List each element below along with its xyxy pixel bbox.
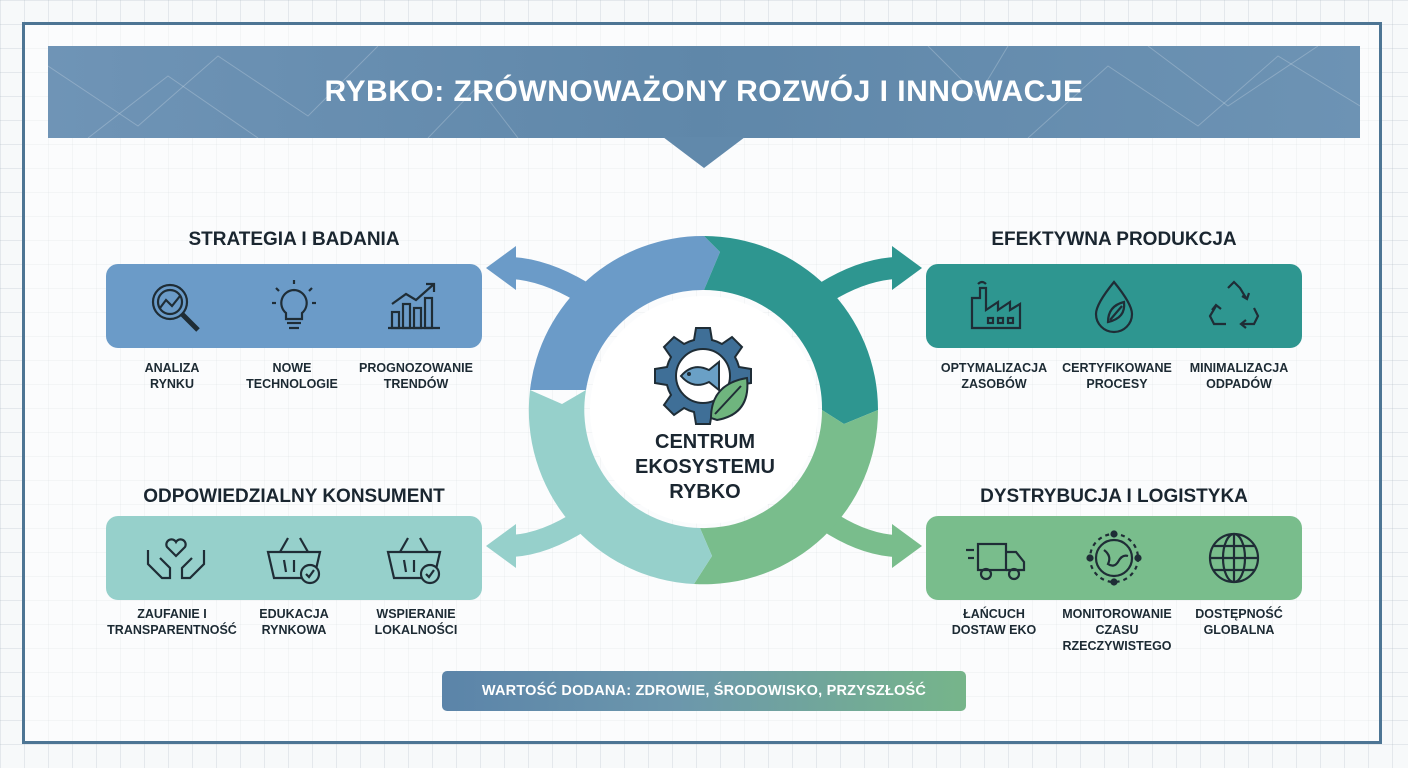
ring-segment-blue [530,235,720,390]
label-nowe-technologie: NOWE TECHNOLOGIE [246,361,338,391]
bar-chart-trend-icon [382,278,446,334]
hands-heart-icon [144,530,208,586]
center-title: CENTRUM EKOSYSTEMU RYBKO [634,431,776,503]
page-title: RYBKO: ZRÓWNOWAŻONY ROZWÓJ I INNOWACJE [324,75,1084,108]
arrow-head-strategy [486,246,516,290]
arrow-to-distribution [819,510,897,557]
lightbulb-icon [262,278,326,334]
globe-network-icon [1082,530,1146,586]
label-edukacja-rynkowa: EDUKACJA RYNKOWA [259,607,329,637]
section-title-production: EFEKTYWNA PRODUKCJA [991,229,1237,250]
magnifier-chart-icon [144,278,208,334]
label-dostepnosc-globalna: DOSTĘPNOŚĆ GLOBALNA [1195,607,1283,637]
section-title-consumer: ODPOWIEDZIALNY KONSUMENT [143,486,445,507]
label-lancuch-dostaw: ŁAŃCUCH DOSTAW EKO [951,607,1037,637]
globe-icon [1202,530,1266,586]
ring-segment-teal [704,236,878,424]
card-distribution [926,516,1302,600]
label-analiza-rynku: ANALIZA RYNKU [144,361,200,391]
label-prognozowanie-trendow: PROGNOZOWANIE TRENDÓW [359,361,473,391]
gear-fish-leaf-icon [654,327,752,425]
arrow-head-distribution [892,524,922,568]
arrow-head-production [892,246,922,290]
recycle-icon [1202,278,1266,334]
arrow-to-production [820,257,896,302]
label-optymalizacja-zasobow: OPTYMALIZACJA ZASOBÓW [940,361,1048,391]
arrow-head-consumer [486,524,516,568]
arrow-to-strategy [511,257,588,302]
basket-check-icon [262,530,326,586]
basket-check-icon [382,530,446,586]
label-monitorowanie: MONITOROWANIE CZASU RZECZYWISTEGO [1062,607,1172,653]
title-banner: RYBKO: ZRÓWNOWAŻONY ROZWÓJ I INNOWACJE [48,46,1360,138]
ring-segment-mint [528,390,712,584]
banner-pattern [48,46,1360,138]
section-title-strategy: STRATEGIA I BADANIA [188,229,400,250]
value-added-banner: WARTOŚĆ DODANA: ZDROWIE, ŚRODOWISKO, PRZ… [442,671,966,711]
ring-segment-green [694,410,879,585]
card-consumer [106,516,482,600]
label-certyfikowane-procesy: CERTYFIKOWANE PROCESY [1062,361,1172,391]
factory-icon [964,278,1028,334]
label-zaufanie: ZAUFANIE I TRANSPARENTNOŚĆ [107,607,237,637]
card-strategy [106,264,482,348]
ring-segments [528,235,879,585]
banner-pointer [663,137,745,168]
card-production [926,264,1302,348]
label-wspieranie-lokalnosci: WSPIERANIE LOKALNOŚCI [374,607,458,637]
truck-icon [964,530,1028,586]
section-title-distribution: DYSTRYBUCJA I LOGISTYKA [980,486,1248,507]
label-minimalizacja-odpadow: MINIMALIZACJA ODPADÓW [1189,361,1289,391]
drop-leaf-icon [1082,278,1146,334]
